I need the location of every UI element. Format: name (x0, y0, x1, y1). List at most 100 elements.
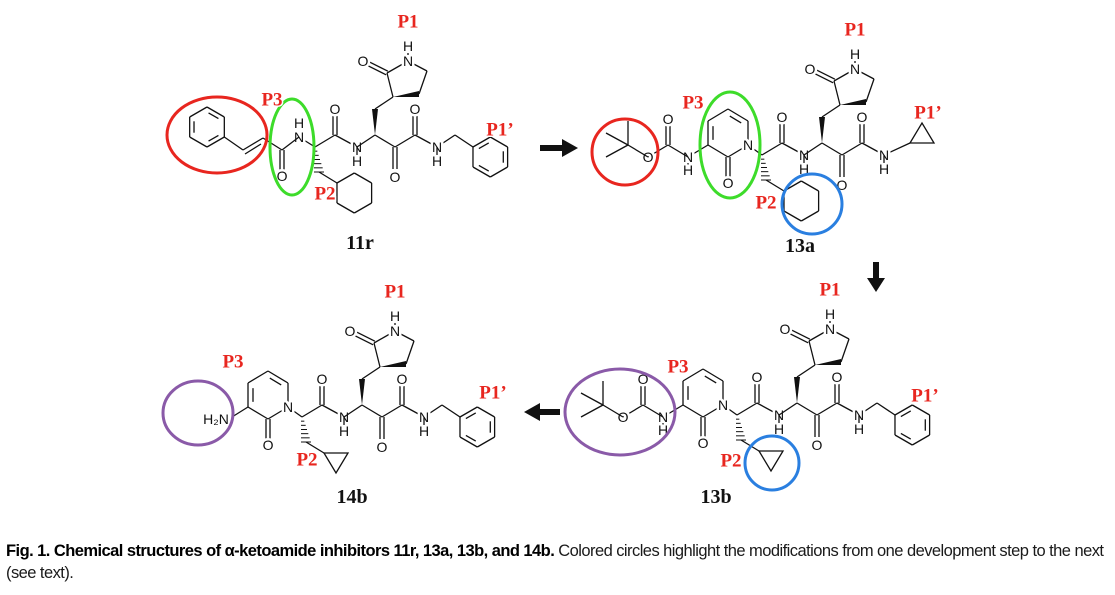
site-label-p3: P3 (222, 352, 243, 373)
bond (622, 404, 644, 418)
bond (301, 404, 323, 418)
arrow-down-icon (867, 262, 885, 292)
pyridone-oxygen: O (698, 435, 709, 451)
bond (465, 434, 477, 442)
bond (833, 68, 856, 82)
bond (883, 142, 911, 156)
lactam-hydrogen: H (850, 46, 860, 62)
ring (894, 404, 931, 446)
carbamate-oxygen: O (663, 111, 674, 127)
bond (836, 402, 860, 416)
bond (627, 144, 649, 158)
amine-group: H₂N (203, 411, 229, 427)
bond (900, 410, 912, 418)
bond (231, 406, 249, 418)
ester-oxygen: O (618, 409, 629, 425)
molecule-13b: ONNHOOONHOONHONH (580, 304, 931, 473)
caption-text: Colored circles highlight the modificati… (6, 542, 1104, 582)
bond (206, 136, 225, 148)
bond (727, 108, 749, 122)
carbonyl-oxygen: O (857, 109, 868, 125)
molecule-11r: NHOONHOONHONH (189, 36, 509, 214)
wedge-bond (819, 117, 825, 143)
red-circle-tbutyl (590, 117, 660, 187)
wedge-bond (380, 361, 406, 367)
lactam-oxygen: O (345, 323, 356, 339)
bond (840, 338, 850, 363)
bond (821, 142, 843, 156)
ester-oxygen: O (643, 149, 654, 165)
bond (602, 404, 624, 418)
lactam-nitrogen: N (850, 61, 860, 77)
site-label-p1: P1 (384, 282, 405, 303)
site-label-p3: P3 (667, 357, 688, 378)
arrow-right-icon (540, 139, 578, 157)
cyclopropyl-ring (322, 452, 350, 475)
bond (854, 68, 875, 80)
bond (911, 434, 930, 446)
wedge-bond (359, 379, 365, 405)
bond (206, 106, 225, 118)
bond (803, 142, 823, 156)
bond (894, 434, 913, 446)
bond (405, 340, 415, 365)
bond (394, 330, 415, 342)
bond (702, 404, 724, 418)
bond (702, 368, 724, 382)
site-label-p2: P2 (755, 193, 776, 214)
bond (736, 402, 758, 416)
bond (781, 142, 805, 156)
bond (642, 404, 664, 418)
site-label-p1p: P1’ (914, 103, 941, 124)
bond (208, 112, 219, 120)
bond (841, 142, 863, 156)
bond (580, 392, 604, 406)
bond (381, 404, 403, 418)
pyridone-oxygen: O (723, 175, 734, 191)
figure-chemical-structures: NHOONHOONHONHONNHOOONHOONHONHONH₂NONHOON… (161, 10, 943, 508)
arrow-left-icon (524, 403, 560, 421)
bond (865, 78, 875, 103)
carbonyl-oxygen: O (832, 369, 843, 385)
bond (489, 166, 508, 178)
bond (374, 134, 396, 148)
bond (459, 406, 478, 418)
bond (267, 406, 289, 420)
red-circle-cinnamoyl (165, 95, 269, 175)
bond (761, 142, 783, 156)
bond (281, 136, 300, 151)
bond (814, 68, 836, 80)
compound-label: 14b (336, 486, 367, 508)
cyclopropyl-ring (908, 121, 936, 144)
bond (796, 402, 818, 416)
wedge-bond (815, 359, 841, 365)
pyridone-nitrogen: N (743, 137, 753, 153)
bond (441, 404, 461, 418)
bond (386, 60, 409, 74)
bond (314, 134, 336, 148)
lactam-nitrogen: N (390, 323, 400, 339)
bond (365, 64, 387, 76)
bond (580, 404, 604, 418)
caption-title: Fig. 1. Chemical structures of α-ketoami… (6, 542, 555, 560)
bond (374, 96, 394, 110)
bond (821, 104, 841, 118)
bond (454, 134, 474, 148)
bond (189, 106, 208, 118)
bond (756, 402, 780, 416)
bond (353, 202, 372, 214)
bond (894, 404, 913, 416)
site-label-p1p: P1’ (911, 386, 938, 407)
bond (318, 171, 338, 184)
bond (478, 164, 490, 172)
amide-hydrogen: H (432, 153, 442, 169)
bond (418, 70, 428, 95)
bond (729, 115, 742, 124)
amide-hydrogen: H (294, 115, 304, 131)
site-label-p1p: P1’ (479, 383, 506, 404)
bond (354, 330, 376, 342)
ring (336, 172, 373, 214)
carbonyl-oxygen: O (330, 101, 341, 117)
bond (472, 136, 491, 148)
cyclopropyl-ring (757, 450, 785, 473)
